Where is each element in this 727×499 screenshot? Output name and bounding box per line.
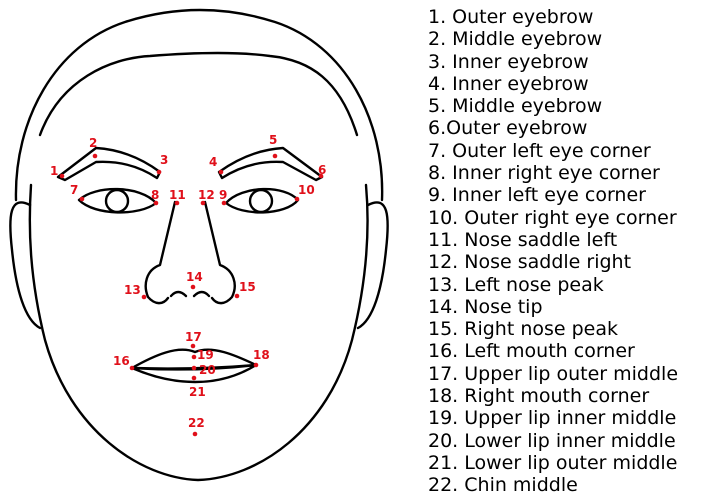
legend-item: 15. Right nose peak	[428, 318, 678, 340]
legend-item: 6.Outer eyebrow	[428, 117, 678, 139]
landmark-point-16	[130, 366, 135, 371]
landmark-point-17	[191, 344, 196, 349]
right-iris	[250, 190, 272, 212]
landmark-label-15: 15	[239, 280, 256, 294]
landmark-point-3	[157, 170, 162, 175]
right-eyebrow	[219, 148, 322, 180]
landmark-point-10	[295, 197, 300, 202]
right-ear	[358, 202, 388, 328]
legend-item: 12. Nose saddle right	[428, 251, 678, 273]
right-eye	[226, 189, 298, 212]
landmark-point-15	[235, 294, 240, 299]
landmark-point-7	[80, 197, 85, 202]
legend-item: 19. Upper lip inner middle	[428, 407, 678, 429]
legend-item: 17. Upper lip outer middle	[428, 363, 678, 385]
nose-left-side	[146, 202, 175, 303]
landmark-point-20	[192, 366, 197, 371]
landmark-label-6: 6	[318, 163, 326, 177]
landmark-label-21: 21	[189, 385, 206, 399]
legend-item: 21. Lower lip outer middle	[428, 452, 678, 474]
landmark-point-21	[192, 376, 197, 381]
landmark-point-22	[193, 432, 198, 437]
landmark-label-1: 1	[50, 164, 58, 178]
nose-right-side	[205, 202, 235, 303]
landmark-label-12: 12	[198, 188, 215, 202]
landmark-label-5: 5	[269, 133, 277, 147]
legend-item: 7. Outer left eye corner	[428, 140, 678, 162]
landmark-point-4	[219, 170, 224, 175]
legend-item: 20. Lower lip inner middle	[428, 430, 678, 452]
landmark-label-14: 14	[186, 270, 203, 284]
legend-item: 22. Chin middle	[428, 474, 678, 496]
landmark-label-7: 7	[70, 183, 78, 197]
legend-item: 13. Left nose peak	[428, 274, 678, 296]
legend-item: 10. Outer right eye corner	[428, 207, 678, 229]
landmark-point-18	[254, 363, 259, 368]
legend-item: 1. Outer eyebrow	[428, 6, 678, 28]
legend-item: 14. Nose tip	[428, 296, 678, 318]
landmark-point-19	[192, 355, 197, 360]
legend-item: 18. Right mouth corner	[428, 385, 678, 407]
landmark-point-14	[191, 285, 196, 290]
landmark-label-22: 22	[188, 416, 205, 430]
left-ear	[10, 202, 40, 328]
landmark-label-11: 11	[169, 188, 186, 202]
head-outline	[16, 10, 382, 200]
landmark-label-19: 19	[197, 348, 214, 362]
legend-item: 16. Left mouth corner	[428, 340, 678, 362]
landmark-label-9: 9	[219, 188, 227, 202]
landmark-label-3: 3	[160, 153, 168, 167]
landmark-label-13: 13	[124, 283, 141, 297]
legend-item: 11. Nose saddle left	[428, 229, 678, 251]
legend-item: 9. Inner left eye corner	[428, 184, 678, 206]
legend-item: 4. Inner eyebrow	[428, 73, 678, 95]
landmark-label-8: 8	[151, 188, 159, 202]
left-iris	[106, 190, 128, 212]
landmark-label-16: 16	[113, 354, 130, 368]
left-nostril	[171, 292, 186, 296]
landmark-label-18: 18	[253, 348, 270, 362]
legend-item: 2. Middle eyebrow	[428, 28, 678, 50]
landmark-point-2	[93, 154, 98, 159]
landmark-point-13	[142, 295, 147, 300]
landmark-label-10: 10	[298, 183, 315, 197]
legend-item: 8. Inner right eye corner	[428, 162, 678, 184]
landmark-point-5	[273, 154, 278, 159]
landmark-point-1	[60, 174, 65, 179]
landmark-label-17: 17	[185, 330, 202, 344]
left-eye	[79, 189, 156, 212]
landmark-label-2: 2	[89, 136, 97, 150]
legend-item: 3. Inner eyebrow	[428, 51, 678, 73]
right-nostril	[194, 292, 209, 296]
landmark-label-20: 20	[199, 363, 216, 377]
landmark-label-4: 4	[209, 155, 217, 169]
legend-item: 5. Middle eyebrow	[428, 95, 678, 117]
hairline	[40, 53, 357, 135]
left-eyebrow	[58, 148, 160, 180]
